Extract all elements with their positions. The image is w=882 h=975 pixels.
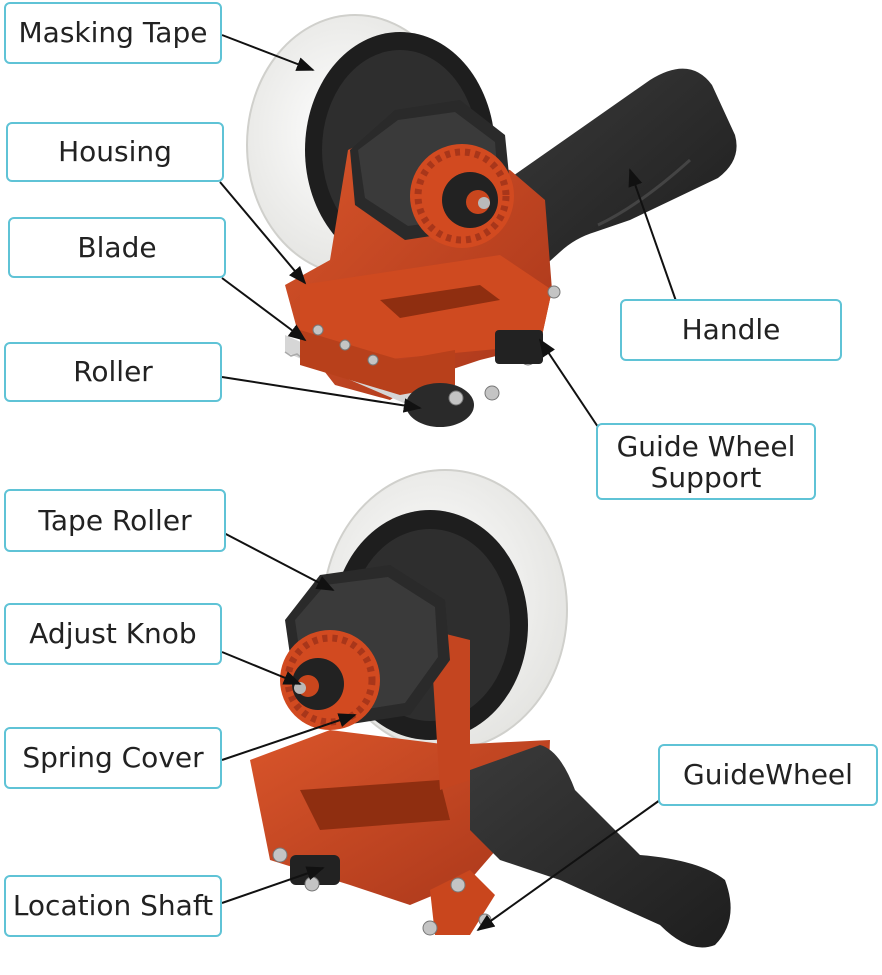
top-guide-wheel-support bbox=[495, 330, 543, 364]
label-blade-text: Blade bbox=[77, 230, 157, 264]
label-handle-text: Handle bbox=[681, 313, 781, 346]
label-adjust-knob-text: Adjust Knob bbox=[29, 617, 197, 650]
label-spring-cover: Spring Cover bbox=[4, 727, 222, 789]
label-guide-wheel-support-line1: Guide Wheel bbox=[616, 429, 796, 463]
top-roller bbox=[406, 383, 474, 427]
label-location-shaft: Location Shaft bbox=[4, 875, 222, 937]
label-spring-cover-text: Spring Cover bbox=[22, 741, 204, 774]
bottom-dispenser bbox=[250, 469, 731, 948]
label-blade: Blade bbox=[8, 217, 226, 278]
label-guide-wheel-support: Guide Wheel Support bbox=[596, 423, 816, 500]
label-housing: Housing bbox=[6, 122, 224, 182]
label-masking-tape-text: Masking Tape bbox=[18, 16, 208, 49]
label-handle: Handle bbox=[620, 299, 842, 361]
leader-lines bbox=[219, 34, 677, 932]
label-guide-wheel-support-line2: Support bbox=[650, 460, 762, 494]
label-roller: Roller bbox=[4, 342, 222, 402]
label-location-shaft-text: Location Shaft bbox=[12, 889, 214, 922]
label-adjust-knob: Adjust Knob bbox=[4, 603, 222, 665]
label-guidewheel-text: GuideWheel bbox=[683, 758, 853, 791]
bottom-handle-grip bbox=[470, 745, 731, 948]
label-housing-text: Housing bbox=[58, 135, 172, 168]
label-masking-tape: Masking Tape bbox=[4, 2, 222, 64]
label-guidewheel: GuideWheel bbox=[658, 744, 878, 806]
label-tape-roller-text: Tape Roller bbox=[38, 503, 192, 537]
top-handle-grip bbox=[500, 68, 737, 271]
label-tape-roller: Tape Roller bbox=[4, 489, 226, 552]
top-dispenser bbox=[246, 14, 737, 427]
label-roller-text: Roller bbox=[73, 355, 153, 388]
